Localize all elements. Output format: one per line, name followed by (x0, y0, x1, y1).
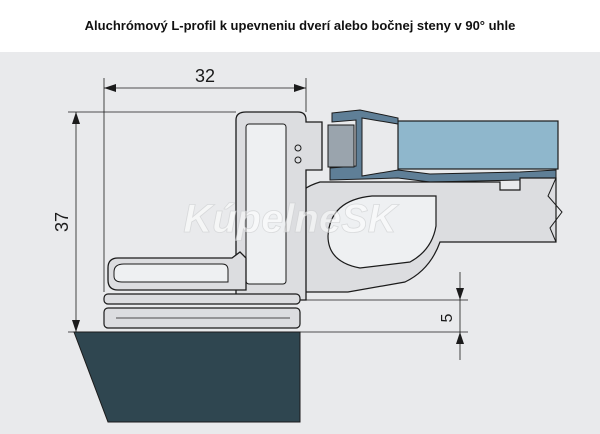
diagram-title: Aluchrómový L-profil k upevneniu dverí a… (84, 18, 516, 33)
seal-insert (327, 124, 355, 168)
arrow-head (72, 112, 80, 124)
door-profile-round (327, 195, 437, 269)
width-dimension-label: 32 (195, 66, 215, 86)
arrow-head (104, 84, 116, 92)
profile-bead (294, 156, 302, 164)
break-line (547, 177, 563, 243)
arrow-head (72, 320, 80, 332)
profile-clip (113, 263, 229, 283)
arrow-head (294, 84, 306, 92)
l-profile-cavity (245, 123, 287, 285)
watermark: KúpelneSK (183, 197, 399, 241)
wall-section (73, 331, 301, 423)
glass-panel (397, 120, 559, 170)
arrow-head (456, 332, 464, 344)
profile-bead (294, 144, 302, 152)
height-dimension-label: 37 (52, 212, 72, 232)
base-strip-upper (103, 293, 301, 305)
gap-dimension-label: 5 (439, 313, 456, 322)
arrow-head (456, 288, 464, 300)
